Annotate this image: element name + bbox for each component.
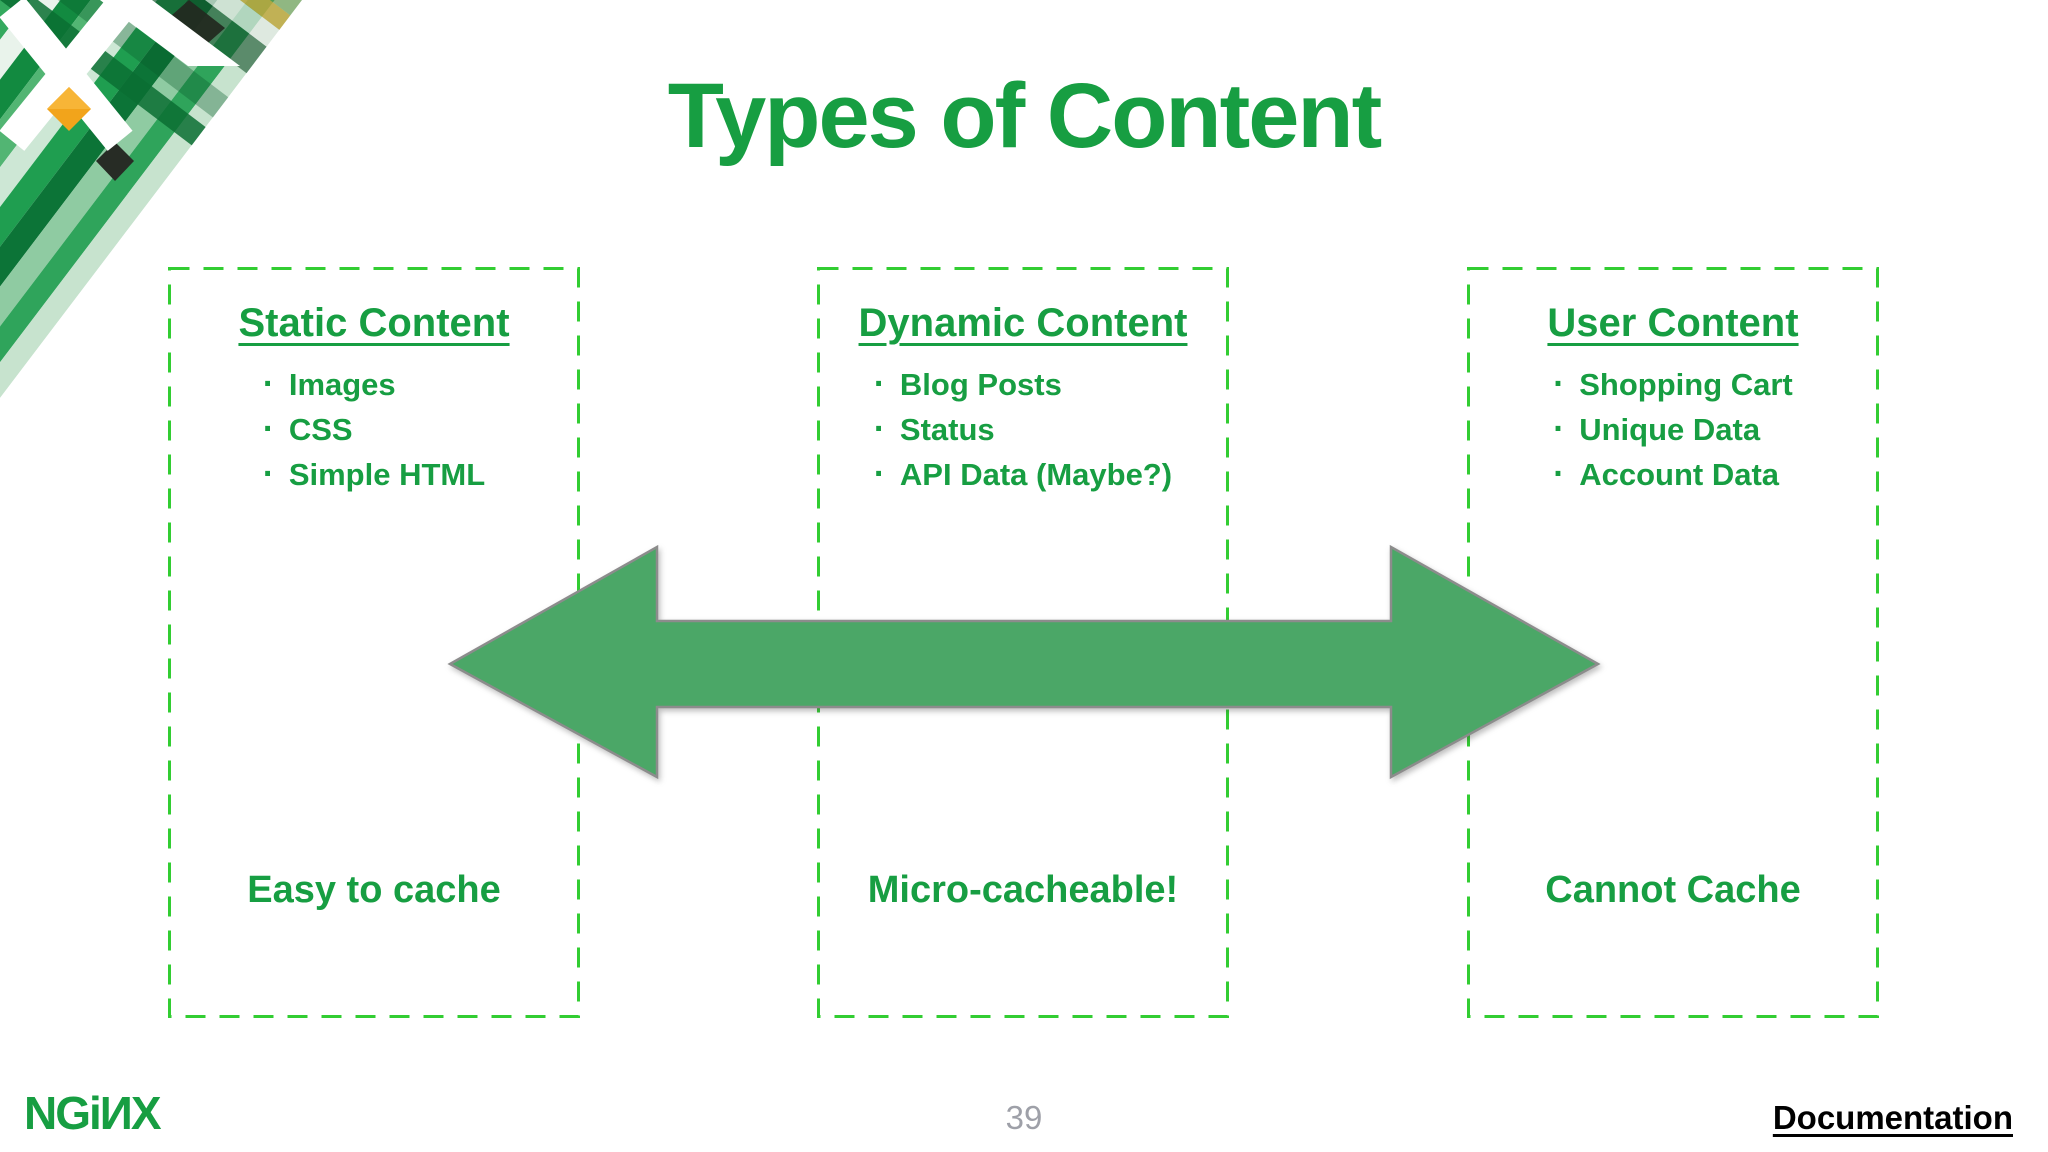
- cache-label-user: Cannot Cache: [1545, 869, 1801, 911]
- bullet-text: Shopping Cart: [1579, 367, 1793, 402]
- box-heading-user: User Content: [1547, 301, 1799, 345]
- bullet-text: Simple HTML: [288, 457, 486, 492]
- bullet-dot: ·: [1553, 365, 1565, 403]
- nginx-logo: NGiИX: [24, 1087, 162, 1139]
- bullet-dot: ·: [262, 365, 275, 403]
- slide-title: Types of Content: [667, 65, 1383, 167]
- content-box-static: Static Content · Images · CSS · Simple H…: [168, 267, 580, 1018]
- cache-label-dynamic: Micro-cacheable!: [867, 869, 1179, 911]
- bullet-item: · API Data (Maybe?): [874, 452, 1172, 497]
- bullet-text: CSS: [288, 412, 353, 447]
- bullet-text: Images: [288, 367, 396, 402]
- bullet-dot: ·: [1553, 455, 1565, 493]
- bullet-item: · Shopping Cart: [1553, 362, 1793, 407]
- documentation-link[interactable]: Documentation: [1772, 1099, 2013, 1136]
- bullet-text: API Data (Maybe?): [899, 457, 1173, 492]
- cache-label-static: Easy to cache: [247, 869, 501, 911]
- bullet-list: · Blog Posts · Status · API Data (Maybe?…: [874, 362, 1172, 497]
- content-box-dynamic: Dynamic Content · Blog Posts · Status · …: [817, 267, 1229, 1018]
- bullet-item: · Unique Data: [1553, 407, 1793, 452]
- bullet-item: · CSS: [263, 407, 485, 452]
- bullet-text: Blog Posts: [899, 367, 1062, 402]
- bullet-item: · Images: [263, 362, 485, 407]
- bullet-dot: ·: [873, 410, 886, 448]
- bullet-dot: ·: [262, 410, 275, 448]
- box-heading-dynamic: Dynamic Content: [858, 301, 1188, 345]
- bullet-dot: ·: [873, 455, 886, 493]
- bullet-item: · Status: [874, 407, 1172, 452]
- bullet-dot: ·: [262, 455, 275, 493]
- nginx-corner-decoration: [0, 0, 302, 398]
- content-box-user: User Content · Shopping Cart · Unique Da…: [1467, 267, 1879, 1018]
- bullet-dot: ·: [873, 365, 886, 403]
- bullet-item: · Account Data: [1553, 452, 1793, 497]
- bullet-list: · Shopping Cart · Unique Data · Account …: [1553, 362, 1793, 497]
- bullet-dot: ·: [1553, 410, 1565, 448]
- bullet-text: Status: [899, 412, 995, 447]
- page-number: 39: [1005, 1099, 1043, 1136]
- bullet-text: Account Data: [1579, 457, 1780, 492]
- bullet-item: · Blog Posts: [874, 362, 1172, 407]
- bullet-list: · Images · CSS · Simple HTML: [263, 362, 485, 497]
- bullet-item: · Simple HTML: [263, 452, 485, 497]
- box-heading-static: Static Content: [238, 301, 510, 345]
- bullet-text: Unique Data: [1579, 412, 1761, 447]
